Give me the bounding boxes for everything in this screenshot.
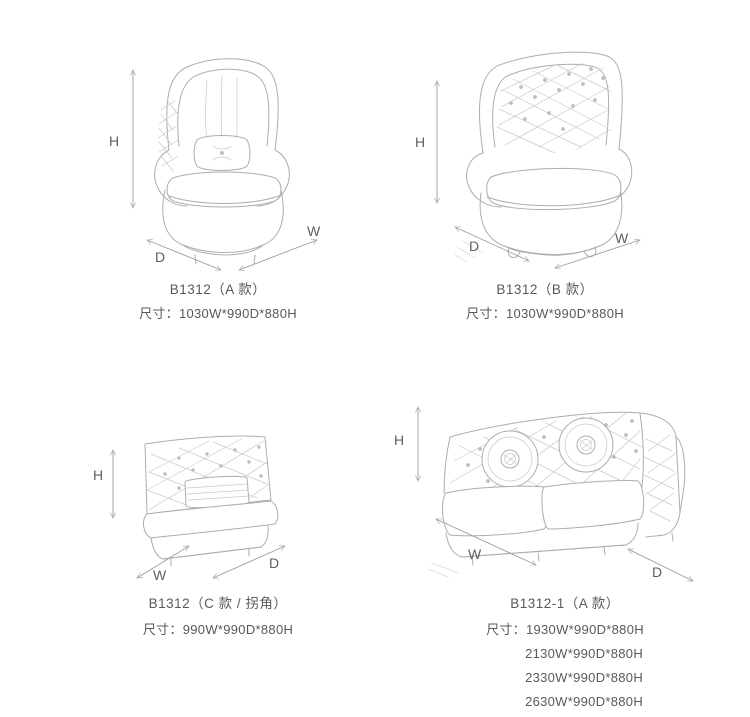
product-model-label: B1312（C 款 / 拐角）: [148, 596, 288, 611]
depth-dim-label: D: [269, 555, 279, 571]
product-size-list: 尺寸：1930W*990D*880H 2130W*990D*880H 2330W…: [415, 618, 715, 714]
depth-dim-label: D: [652, 564, 662, 580]
product-model-label: B1312-1（A 款）: [510, 596, 620, 611]
product-size-label: 尺寸：990W*990D*880H: [142, 622, 294, 637]
depth-dim-label: D: [469, 238, 479, 254]
product-model-label: B1312（A 款）: [169, 282, 267, 297]
width-dim-label: W: [307, 223, 321, 239]
armchair-b-sketch: H D W: [415, 51, 641, 270]
width-dim-label: W: [615, 230, 629, 246]
product-model-label: B1312（B 款）: [496, 282, 594, 297]
sofa-sketch: H W D: [394, 406, 694, 582]
product-size-label: 尺寸：1030W*990D*880H: [466, 306, 624, 321]
armchair-a-sketch: H D W: [109, 58, 321, 271]
height-dim-label: H: [394, 432, 404, 448]
height-dim-label: H: [93, 467, 103, 483]
product-size-label: 尺寸：1930W*990D*880H: [486, 622, 644, 637]
width-dim-label: W: [153, 567, 167, 583]
corner-sofa-sketch: H W D: [93, 435, 286, 583]
product-card-b1312-a: H D W B1312（A 款） 尺寸：1030W*990D*880H: [0, 0, 375, 358]
product-size-label: 2130W*990D*880H: [525, 646, 644, 661]
height-dim-label: H: [109, 133, 119, 149]
product-size-label: 2630W*990D*880H: [525, 694, 644, 709]
product-card-b1312-c: H W D B1312（C 款 / 拐角） 尺寸：990W*990D*880H: [0, 358, 375, 717]
width-dim-label: W: [468, 546, 482, 562]
depth-dim-label: D: [155, 249, 165, 265]
product-size-label: 尺寸：1030W*990D*880H: [139, 306, 297, 321]
product-card-b1312-b: H D W B1312（B 款） 尺寸：1030W*990D*880H: [375, 0, 750, 358]
product-size-label: 2330W*990D*880H: [525, 670, 644, 685]
height-dim-label: H: [415, 134, 425, 150]
product-card-b1312-1-a: H W D B1312-1（A 款） 尺寸：1930W*990D*880H 21…: [375, 358, 750, 717]
